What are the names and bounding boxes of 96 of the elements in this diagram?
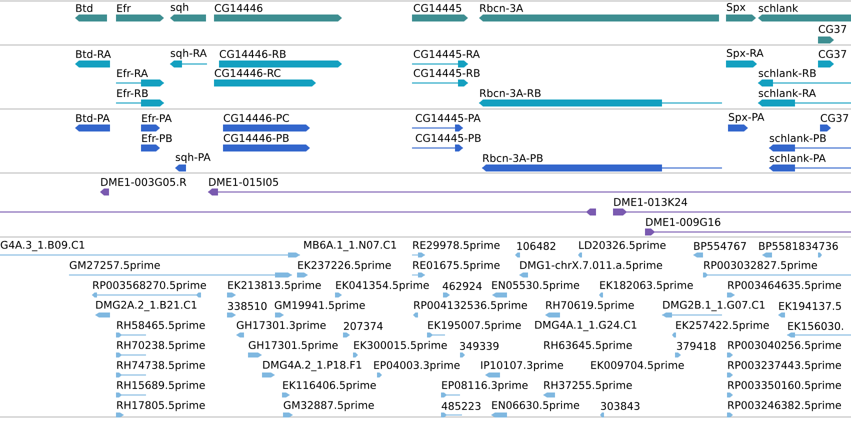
feature-label: Rbcn-3A-PB [483,154,543,162]
feature-label: GM32887.5prime [284,400,374,412]
feature-label: RP003032827.5prime [704,260,817,272]
feature-label: EK009704.5prime [591,360,684,372]
feature-label: sqh [170,2,188,14]
feature-label: CG37 [818,25,846,33]
feature-label: CG14446-PB [224,134,289,142]
feature-label: RH70238.5prime [117,340,205,352]
feature-label: RP003464635.5prime [728,280,841,292]
feature-label: EP08116.3prime [442,380,528,392]
feature-label: sqh-RA [170,48,207,60]
feature-label: RH70619.5prime [546,300,634,312]
feature-label: EP04003.3prime [374,360,460,372]
feature-label: Spx-PA [728,113,764,123]
feature-label: Spx-RA [726,49,764,59]
feature-label: Efr-PA [142,114,172,122]
feature-label: DME1-003G05.R [101,178,186,186]
feature-label: EN05530.5prime [492,280,580,292]
feature-label: CG14446-RB [220,50,286,58]
feature-label: RH58465.5prime [117,320,205,332]
feature-label: Btd-PA [76,114,110,122]
feature-label: CG14445-RB [414,69,480,77]
feature-label: EK041354.5prime [336,280,429,292]
feature-label: CG37 [820,114,848,122]
feature-label: RP003568270.5prime [93,280,206,292]
feature-label: Efr-PB [142,134,172,142]
feature-label: 106482 [517,242,556,250]
feature-label: schlank-RB [758,68,816,78]
feature-label: Btd [76,4,92,12]
feature-label: EK195007.5prime [428,320,521,332]
feature-label: 349339 [460,342,499,350]
feature-label: sqh-PA [176,152,211,164]
feature-label: schlank-PB [770,134,826,142]
feature-label: CG14445-PB [416,134,481,142]
feature-label: Efr-RA [117,69,148,77]
feature-label: RP003040256.5prime [728,340,841,352]
feature-label: GM19941.5prime [274,300,365,312]
feature-label: EK116406.5prime [283,380,376,392]
feature-label: DMG2A.2_1.B21.C1 [96,300,196,312]
feature-label: CG37 [818,50,846,58]
feature-label: RP004132536.5prime [414,300,527,312]
feature-label: Efr [117,4,131,12]
feature-label: CG14446-RC [214,69,280,77]
feature-label: EN06630.5prime [492,400,580,412]
feature-label: CG14445 [414,4,462,12]
feature-label: Spx [726,3,746,13]
feature-label: EK213813.5prime [228,280,321,292]
feature-label: GH17301.5prime [248,340,338,352]
feature-label: RP003237443.5prime [728,360,841,372]
feature-label: GH17301.3prime [236,320,326,332]
feature-label: BP554767 [694,242,746,250]
feature-label: 207374 [344,322,383,330]
feature-label: DME1-015I05 [209,178,278,186]
feature-label: G4A.3_1.B09.C1 [0,240,84,252]
feature-label: DMG2B.1_1.G07.C1 [663,300,765,312]
feature-label: 485223 [442,402,480,410]
feature-label: EK194137.5 [779,302,841,310]
feature-label: GM27257.5prime [70,260,160,272]
feature-label: RH17805.5prime [117,400,205,412]
feature-label: 379418 [677,342,716,350]
feature-label: BP5581834736 [759,242,838,250]
feature-label: RH63645.5prime [544,340,632,352]
feature-label: DMG1-chrX.7.011.a.5prime [520,260,662,272]
feature-label: IP10107.3prime [481,360,564,372]
feature-label: EK237226.5prime [298,260,391,272]
feature-label: DMG4A.2_1.P18.F1 [263,360,362,372]
feature-label: CG14446 [214,4,262,12]
feature-label: 462924 [442,282,482,290]
feature-label: Btd-RA [76,50,111,58]
feature-label: RH74738.5prime [117,360,205,372]
feature-label: CG14445-RA [414,50,480,58]
feature-label: schlank-PA [770,154,826,162]
feature-label: EK300015.5prime [354,340,447,352]
feature-label: RE29978.5prime [413,240,500,252]
feature-label: 338510 [228,302,267,310]
feature-label: schlank-RA [758,88,816,98]
feature-label: MB6A.1_1.N07.C1 [304,240,396,252]
feature-label: DMG4A.1_1.G24.C1 [535,320,636,332]
feature-label: CG14446-PC [224,114,289,122]
feature-label: DME1-009G16 [646,218,720,226]
feature-label: 303843 [601,402,640,410]
feature-label: RP003246382.5prime [728,400,841,412]
feature-label: LD20326.5prime [579,240,666,252]
feature-label: RE01675.5prime [413,260,500,272]
feature-label: DME1-013K24 [614,198,688,206]
feature-label: schlank [758,4,798,12]
feature-label: Efr-RB [117,89,148,97]
feature-label: CG14445-PA [416,114,481,122]
feature-label: RH37255.5prime [544,380,632,392]
feature-label: EK257422.5prime [676,320,769,332]
feature-label: EK156030. [788,322,843,330]
feature-label: RP003350160.5prime [728,380,841,392]
feature-label: Rbcn-3A-RB [480,88,541,98]
feature-label: RH15689.5prime [117,380,205,392]
feature-label: Rbcn-3A [480,4,524,12]
feature-label: EK182063.5prime [600,280,693,292]
